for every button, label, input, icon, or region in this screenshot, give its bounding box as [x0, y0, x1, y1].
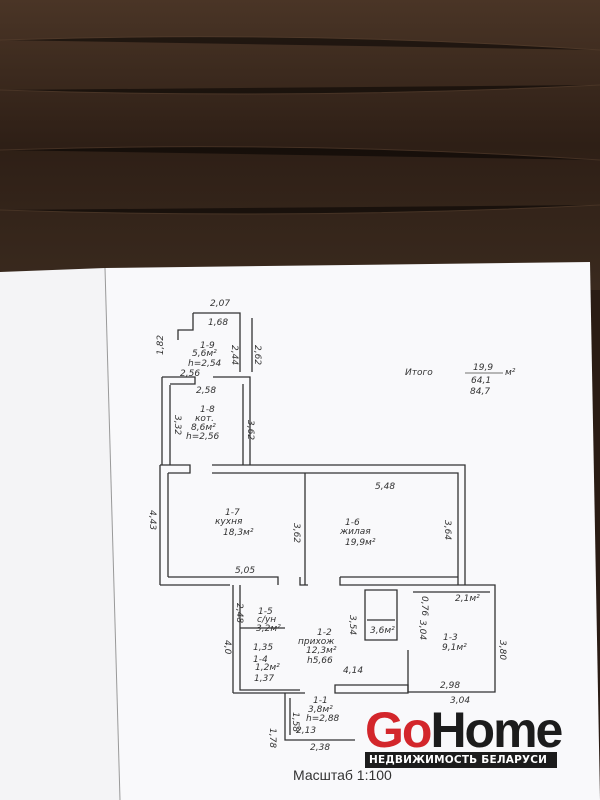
- room-1-2-name: прихож: [298, 637, 335, 647]
- room-1-2-area: 12,3м²: [306, 646, 337, 656]
- totals-value-1: 19,9: [473, 363, 493, 373]
- logo-subtitle: НЕДВИЖИМОСТЬ БЕЛАРУСИ: [365, 752, 557, 768]
- dimension-label: 3,32: [172, 415, 182, 435]
- left-page: [0, 268, 120, 800]
- totals-value-3: 84,7: [470, 387, 490, 397]
- room-1-6-area: 19,9м²: [345, 538, 376, 548]
- dimension-label: 1,82: [156, 335, 166, 355]
- room-1-9-area: 5,6м²: [192, 349, 217, 359]
- dimension-label: 0,76: [419, 596, 429, 616]
- room-1-7-name: кухня: [215, 517, 243, 527]
- dimension-label: 1,37: [254, 674, 274, 684]
- dimension-label: 2,44: [229, 345, 239, 365]
- room-1-4-area: 1,2м²: [255, 663, 280, 673]
- dimension-label: 2,98: [440, 681, 460, 691]
- room-1-2-height: h5,66: [307, 656, 333, 666]
- dimension-label: 3,64: [442, 520, 452, 540]
- scale-label: Масштаб 1:100: [293, 767, 392, 783]
- logo-go: Go: [365, 702, 432, 758]
- gohome-logo: GoHome НЕДВИЖИМОСТЬ БЕЛАРУСИ: [365, 705, 563, 768]
- dimension-label: 1,78: [267, 728, 277, 748]
- totals-label: Итого: [405, 368, 433, 378]
- dimension-label: 3,62: [291, 523, 301, 543]
- dimension-label: 2,13: [296, 726, 316, 736]
- dimension-label: 1,68: [208, 318, 228, 328]
- room-1-7-id: 1-7: [225, 508, 240, 518]
- dimension-label: 1,58: [290, 712, 300, 732]
- room-1-4-id: 1-4: [253, 655, 268, 665]
- room-1-1-area: 3,8м²: [308, 705, 333, 715]
- room-1-7-area: 18,3м²: [223, 528, 254, 538]
- closet-area: 2,1м²: [455, 594, 480, 604]
- dimension-label: 2,48: [234, 603, 244, 623]
- room-1-3-area: 9,1м²: [442, 643, 467, 653]
- right-page: [105, 262, 600, 800]
- room-1-3-id: 1-3: [443, 633, 458, 643]
- room-1-1-height: h=2,88: [306, 714, 340, 724]
- totals-value-2: 64,1: [471, 376, 491, 386]
- room-1-8-area: 8,6м²: [191, 423, 216, 433]
- room-1-8-name: кот.: [195, 414, 214, 424]
- room-1-6-id: 1-6: [345, 518, 360, 528]
- dimension-label: 3,04: [417, 620, 427, 640]
- dimension-label: 4,14: [343, 666, 363, 676]
- dimension-label: 3,54: [347, 615, 357, 635]
- room-1-6-name: жилая: [339, 527, 371, 537]
- dimension-label: 1,35: [253, 643, 273, 653]
- dimension-label: 5,05: [235, 566, 255, 576]
- totals-unit: м²: [505, 368, 516, 378]
- dimension-label: 2,38: [310, 743, 330, 753]
- room-1-8-id: 1-8: [200, 405, 215, 415]
- walls: [159, 312, 496, 741]
- logo-home: Home: [430, 702, 563, 758]
- page-fold: [104, 267, 121, 800]
- dimension-label: 4,0: [222, 640, 232, 655]
- stair-area: 3,6м²: [370, 626, 395, 636]
- dimension-label: 2,56: [180, 369, 200, 379]
- room-1-5-id: 1-5: [258, 607, 273, 617]
- room-1-1-id: 1-1: [313, 696, 328, 706]
- dimension-label: 5,48: [375, 482, 395, 492]
- dimension-label: 2,58: [196, 386, 216, 396]
- dimension-label: 3,04: [450, 696, 470, 706]
- dimension-label: 2,07: [210, 299, 230, 309]
- dimension-label: 4,43: [147, 510, 157, 530]
- dimension-label: 3,62: [245, 420, 255, 440]
- dimension-label: 2,62: [252, 345, 262, 365]
- room-1-8-height: h=2,56: [186, 432, 220, 442]
- room-1-9-id: 1-9: [200, 341, 215, 351]
- room-1-9-height: h=2,54: [188, 359, 222, 369]
- room-1-5-name: с/ун: [257, 615, 276, 625]
- room-1-2-id: 1-2: [317, 628, 332, 638]
- room-1-5-area: 3,2м²: [256, 624, 281, 634]
- dimension-label: 3,80: [497, 640, 507, 660]
